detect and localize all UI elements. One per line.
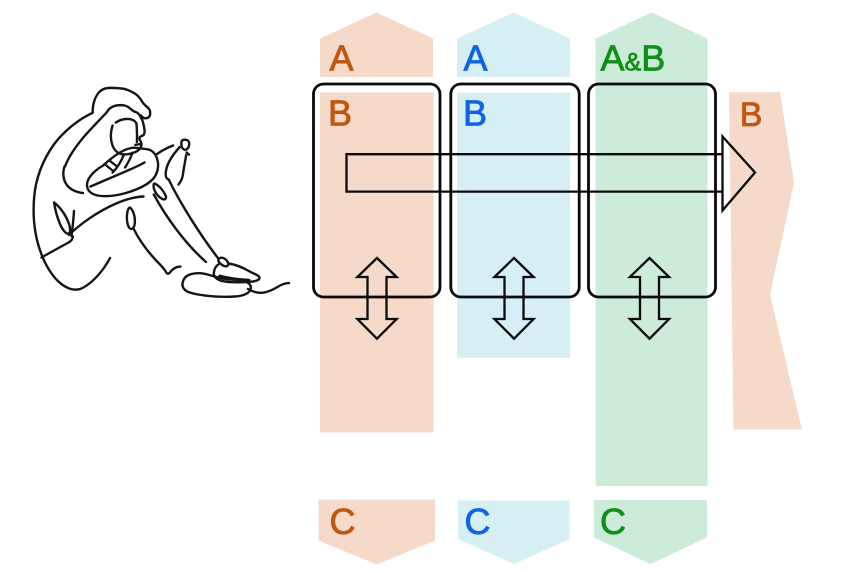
svg-text:A: A: [330, 38, 354, 79]
svg-text:C: C: [465, 501, 491, 542]
svg-text:A: A: [464, 38, 488, 79]
svg-text:B: B: [328, 93, 352, 134]
svg-text:C: C: [600, 501, 626, 542]
svg-text:C: C: [330, 501, 356, 542]
svg-text:B: B: [740, 96, 763, 134]
svg-text:B: B: [463, 93, 487, 134]
